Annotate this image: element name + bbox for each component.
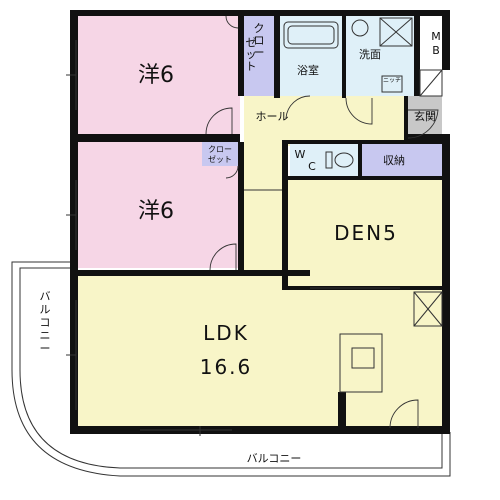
kitchen-counter	[339, 333, 383, 393]
balcony-outline	[11, 261, 451, 477]
svg-text:ゼット: ゼット	[208, 154, 232, 164]
svg-text:M: M	[431, 30, 441, 43]
closet-1-label: ク ロ ー ゼ ッ ト	[246, 22, 265, 73]
closet-2-label: クロー ゼット	[208, 145, 232, 164]
svg-text:ニ: ニ	[40, 329, 51, 342]
svg-text:ー: ー	[40, 342, 51, 355]
western-room-1-floor	[78, 16, 240, 134]
bathtub-inner	[287, 25, 335, 45]
svg-text:バ: バ	[40, 290, 51, 303]
balcony-bottom-label: バルコニー	[247, 452, 302, 465]
svg-text:ー: ー	[254, 46, 265, 59]
refrigerator-space	[413, 291, 443, 327]
window-marks	[66, 40, 232, 436]
niche-box	[381, 75, 403, 93]
western-room-1-label: 洋6	[138, 63, 174, 88]
walls	[70, 10, 450, 434]
storage-label: 収納	[383, 154, 405, 167]
svg-text:クロー: クロー	[208, 145, 232, 154]
kitchen-sink	[351, 347, 375, 369]
western-room-2-label: 洋6	[138, 199, 174, 224]
svg-text:W: W	[295, 148, 306, 161]
entrance-label: 玄関	[414, 109, 436, 123]
washbasin	[351, 19, 369, 37]
svg-text:C: C	[308, 160, 316, 173]
toilet	[334, 152, 354, 168]
svg-text:B: B	[432, 44, 440, 57]
ldk-label: LDK	[203, 321, 249, 345]
door-swings	[205, 15, 439, 429]
svg-text:コ: コ	[40, 316, 51, 329]
ldk-size: 16.6	[200, 355, 253, 379]
niche-label: ニッチ	[383, 77, 401, 84]
hall-corridor-floor	[244, 146, 286, 282]
svg-text:ゼ: ゼ	[246, 36, 257, 49]
entrance-box	[419, 69, 443, 97]
wc-floor	[290, 144, 358, 176]
bathtub	[283, 21, 339, 49]
bathroom-label: 浴室	[297, 63, 319, 77]
ldk-floor	[78, 276, 442, 428]
den-label: DEN5	[334, 221, 398, 245]
washroom-label: 洗面	[359, 48, 381, 61]
washing-machine	[379, 17, 413, 47]
closet-1-floor	[244, 16, 274, 96]
svg-text:ク: ク	[254, 22, 265, 35]
svg-text:ル: ル	[40, 303, 51, 316]
bathroom-floor	[280, 16, 342, 98]
svg-text:ト: ト	[246, 60, 257, 73]
storage-floor	[362, 144, 442, 176]
hall-label: ホール	[256, 110, 289, 123]
hall-floor	[244, 96, 408, 146]
svg-text:ロ: ロ	[254, 34, 265, 47]
svg-text:ッ: ッ	[246, 48, 257, 61]
mb-floor	[420, 16, 442, 66]
balcony-left-label: バ ル コ ニ ー	[40, 290, 51, 355]
mb-label: M B	[431, 30, 441, 57]
toilet-tank	[325, 151, 333, 169]
wc-label: W C	[295, 148, 317, 173]
closet-2-floor	[202, 142, 238, 166]
den-floor	[288, 180, 442, 286]
